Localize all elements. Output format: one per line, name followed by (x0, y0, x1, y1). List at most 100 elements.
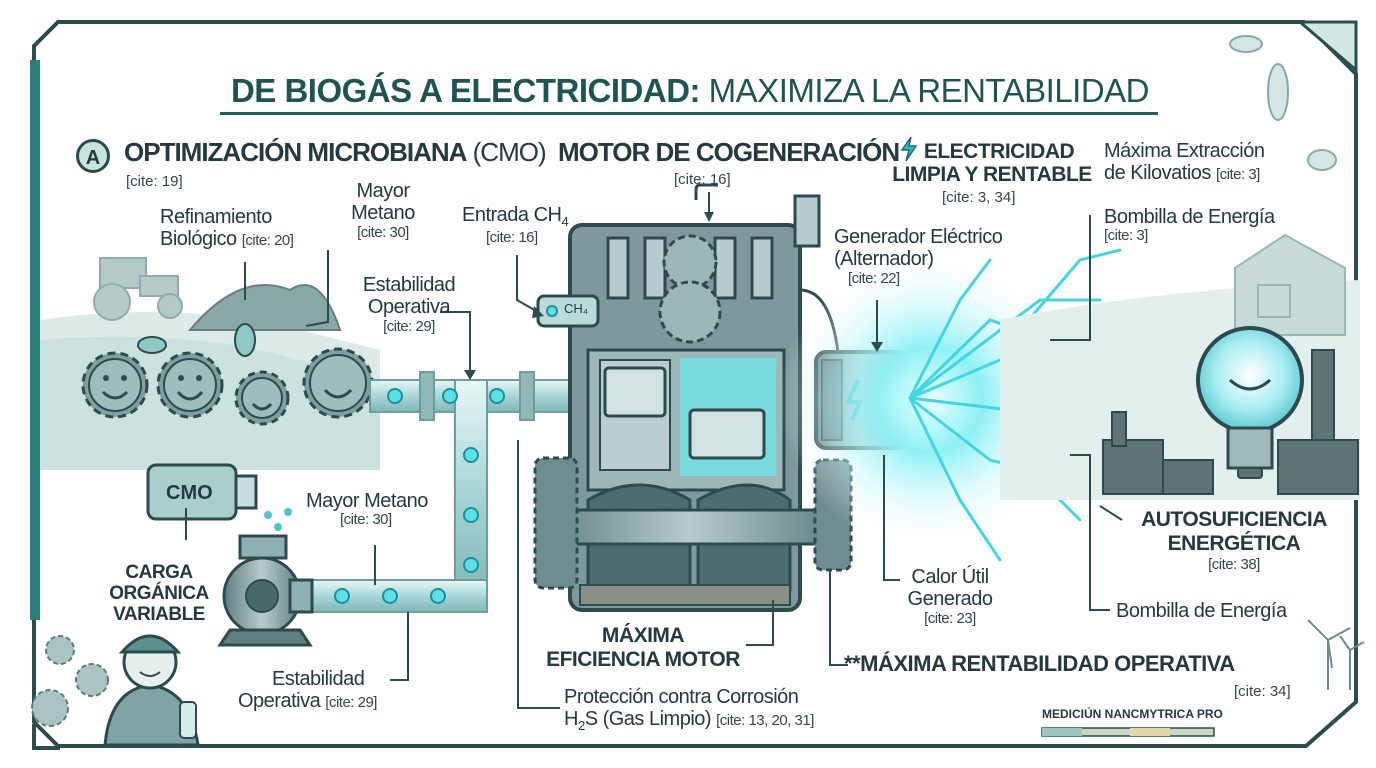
label-entrada-text: Entrada CH (462, 204, 562, 226)
label-calor-line1: Calor Útil (911, 566, 989, 588)
label-carga-organica: CARGA ORGÁNICA VARIABLE (104, 562, 214, 626)
worker-icon (103, 634, 200, 747)
label-carga-line1: CARGA (125, 562, 193, 583)
cmo-bottle-icon (146, 463, 292, 531)
title-regular-part: MAXIMIZA LA RENTABILIDAD (700, 72, 1150, 109)
light-bulb-icon (1196, 326, 1304, 479)
gear-character-4 (302, 347, 374, 419)
barn-icon (1234, 233, 1346, 336)
label-maxima-eficiencia: MÁXIMA EFICIENCIA MOTOR (538, 624, 748, 672)
label-autosuficiencia-line2: ENERGÉTICA (1167, 532, 1301, 556)
label-autosuficiencia: AUTOSUFICIENCIA ENERGÉTICA [cite: 38] (1134, 508, 1334, 574)
label-carga-line3: VARIABLE (113, 603, 205, 625)
measurement-bar (1041, 727, 1215, 737)
label-calor-cite: [cite: 23] (924, 609, 976, 627)
label-medicion: MEDICIÚN NANCMYTRICA PRO (1042, 707, 1223, 721)
label-bombilla-top-text: Bombilla de Energía (1104, 206, 1275, 228)
label-estabilidad-bottom-line2: Operativa (238, 690, 321, 713)
electricidad-heading: ELECTRICIDAD LIMPIA Y RENTABLE (884, 140, 1100, 186)
label-generador-cite: [cite: 22] (848, 269, 900, 287)
motor-heading: MOTOR DE COGENERACIÓN (558, 137, 900, 167)
label-proteccion-h: H (564, 708, 578, 731)
label-bombilla-top-cite: [cite: 3] (1104, 227, 1148, 245)
label-proteccion-line1: Protección contra Corrosión (564, 686, 799, 708)
electricidad-line-1: ELECTRICIDAD (923, 140, 1075, 163)
tractor-icon (93, 257, 183, 321)
section-a-heading-bold: OPTIMIZACIÓN MICROBIANA (124, 137, 467, 167)
gear-character-2 (156, 351, 224, 419)
electricidad-line-2: LIMPIA Y RENTABLE (892, 163, 1092, 187)
label-entrada-subscript: 4 (561, 214, 569, 229)
label-proteccion-subscript: 2 (577, 718, 585, 734)
right-landscape (1000, 35, 1365, 690)
label-bombilla-bottom: Bombilla de Energía (1116, 600, 1287, 622)
label-mayor-metano-top-line2: Metano (351, 202, 415, 225)
motor-cite: [cite: 16] (674, 171, 731, 188)
gas-pipes (299, 371, 576, 613)
label-maxima-extraccion: Máxima Extracción de Kilovatios [cite: 3… (1104, 140, 1265, 185)
label-carga-line2: ORGÁNICA (109, 582, 209, 604)
label-autosuficiencia-line1: AUTOSUFICIENCIA (1141, 508, 1327, 531)
lightning-bolt-icon (900, 136, 918, 162)
label-mayor-metano-top: Mayor Metano [cite: 30] (338, 180, 428, 242)
label-mayor-metano-top-cite: [cite: 30] (357, 223, 409, 241)
leader-lines (185, 192, 1123, 709)
label-estabilidad-top: Estabilidad Operativa [cite: 29] (350, 274, 468, 336)
label-rentabilidad-cite: [cite: 34] (1234, 683, 1291, 700)
label-maxima-extraccion-line2: de Kilovatios (1104, 162, 1211, 185)
microbe-icon (137, 323, 256, 357)
label-maxima-eficiencia-line1: MÁXIMA (601, 624, 685, 647)
section-a-heading-regular: (CMO) (466, 137, 547, 167)
decorative-gears-icon (31, 635, 109, 727)
label-mayor-metano-mid-text: Mayor Metano (306, 490, 428, 512)
label-mayor-metano-top-line1: Mayor (356, 180, 410, 202)
corner-microbes-icon (1229, 35, 1337, 171)
label-autosuficiencia-cite: [cite: 38] (1208, 556, 1260, 574)
label-maxima-eficiencia-line2: EFICIENCIA MOTOR (546, 648, 740, 672)
label-maxima-extraccion-cite: [cite: 3] (1215, 166, 1260, 184)
label-refinamiento-line1: Refinamiento (160, 206, 272, 228)
cmo-bottle-label: CMO (166, 482, 213, 504)
label-entrada-cite: [cite: 16] (486, 228, 538, 246)
label-rentabilidad: **MÁXIMA RENTABILIDAD OPERATIVA (844, 651, 1235, 676)
label-estabilidad-top-cite: [cite: 29] (383, 317, 435, 335)
section-a-badge: A (76, 139, 110, 173)
label-estabilidad-top-line2: Operativa (367, 296, 451, 319)
electricidad-cite: [cite: 3, 34] (942, 189, 1016, 206)
section-a-heading: OPTIMIZACIÓN MICROBIANA (CMO) (124, 137, 547, 167)
wind-turbine-icon (1307, 619, 1365, 690)
label-estabilidad-top-line1: Estabilidad (362, 274, 456, 296)
label-proteccion-gas: S (Gas Limpio) (584, 708, 712, 731)
page-title: DE BIOGÁS A ELECTRICIDAD: MAXIMIZA LA RE… (220, 72, 1160, 110)
pump-icon (217, 534, 314, 647)
title-bold-part: DE BIOGÁS A ELECTRICIDAD: (230, 72, 701, 109)
title-underline (220, 112, 1158, 115)
piston-icon (603, 366, 766, 460)
label-estabilidad-bottom: Estabilidad Operativa [cite: 29] (238, 668, 377, 713)
gear-character-3 (234, 370, 290, 426)
label-entrada-ch4: Entrada CH4 [cite: 16] (462, 204, 569, 246)
gear-character-1 (81, 351, 149, 419)
valve-springs (606, 236, 774, 300)
label-proteccion: Protección contra Corrosión H2S (Gas Lim… (564, 686, 814, 734)
outer-frame (30, 20, 1358, 750)
ch4-tag: CH₄ (564, 301, 589, 316)
label-estabilidad-bottom-line1: Estabilidad (272, 668, 365, 690)
label-generador: Generador Eléctrico (Alternador) [cite: … (834, 226, 1003, 288)
label-refinamiento-cite: [cite: 20] (241, 232, 294, 250)
section-a-badge-letter: A (85, 147, 101, 169)
label-bombilla-top: Bombilla de Energía [cite: 3] (1104, 206, 1275, 245)
pipe-gas-dots (334, 388, 505, 604)
label-refinamiento: Refinamiento Biológico [cite: 20] (160, 206, 294, 251)
label-generador-line2: (Alternador) (834, 248, 934, 271)
gear-characters (81, 323, 374, 426)
factory-icon (1102, 349, 1359, 495)
label-maxima-extraccion-line1: Máxima Extracción (1104, 140, 1265, 162)
label-proteccion-cite: [cite: 13, 20, 31] (716, 712, 814, 730)
section-a-cite: [cite: 19] (126, 173, 183, 190)
label-mayor-metano-mid-cite: [cite: 30] (340, 511, 392, 529)
label-refinamiento-text: Biológico (160, 228, 237, 251)
label-generador-line1: Generador Eléctrico (834, 226, 1003, 248)
leader-arrowheads (464, 212, 883, 380)
